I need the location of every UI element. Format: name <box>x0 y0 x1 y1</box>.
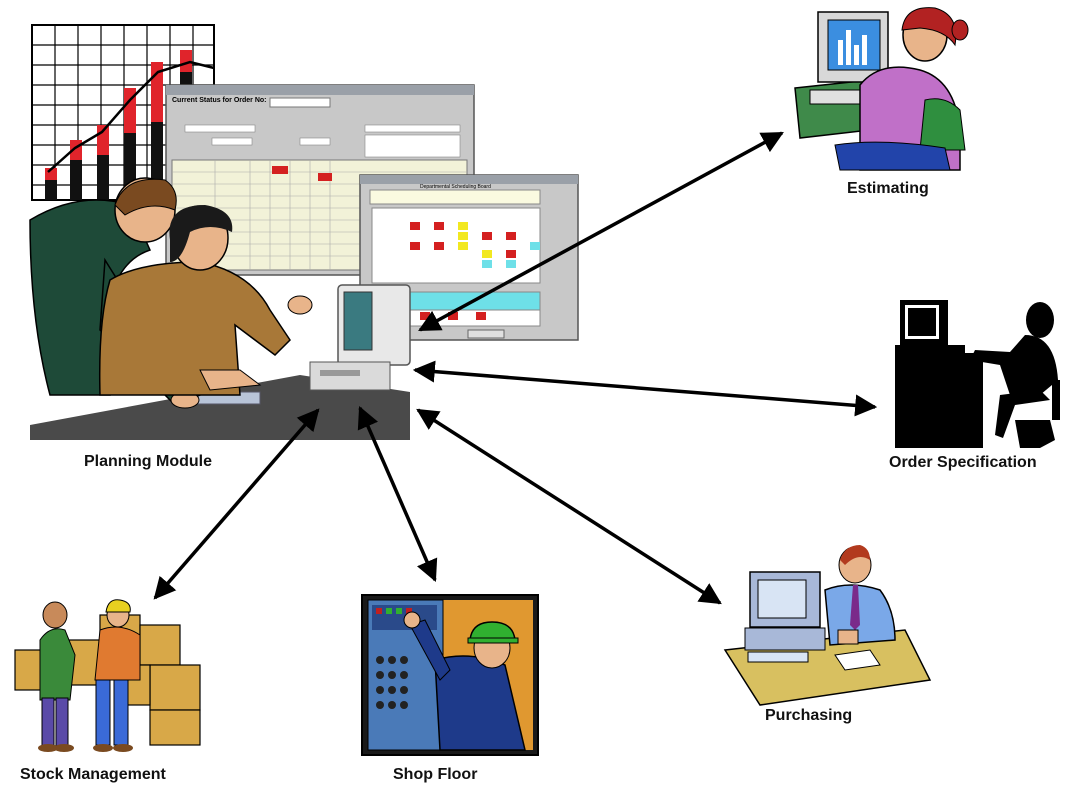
purchasing-label: Purchasing <box>765 707 853 724</box>
estimating-illustration <box>794 7 969 171</box>
seated-woman <box>98 205 313 396</box>
stock-management-illustration <box>14 599 201 752</box>
arrow-planning-shop-floor <box>357 405 438 583</box>
arrow-planning-stock-management <box>153 408 320 600</box>
shop-floor-illustration <box>361 594 539 756</box>
arrow-planning-order-specification <box>412 360 878 417</box>
arrow-planning-purchasing <box>416 408 722 605</box>
estimating-label: Estimating <box>847 180 929 197</box>
shop-floor-label: Shop Floor <box>393 766 478 783</box>
stock-management-label: Stock Management <box>20 766 166 783</box>
order-specification-label: Order Specification <box>889 454 1037 471</box>
status-window-title: Current Status for Order No: <box>172 97 267 104</box>
arrow-planning-estimating <box>418 131 784 332</box>
order-specification-illustration <box>895 300 1060 448</box>
planning-module-label: Planning Module <box>84 453 212 470</box>
purchasing-illustration <box>723 545 932 706</box>
schedule-window-title: Departmental Scheduling Board <box>420 184 491 190</box>
